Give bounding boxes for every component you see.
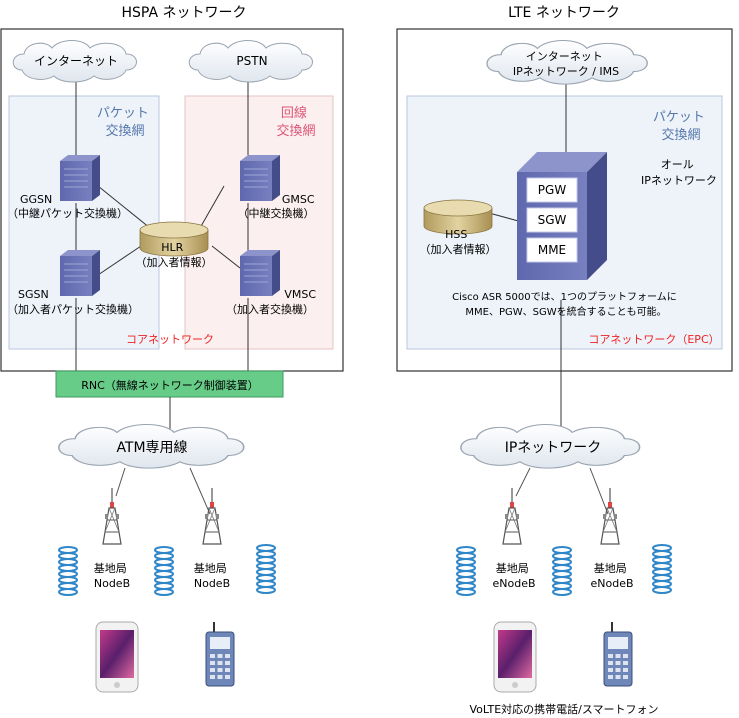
pgw-box [526, 177, 578, 203]
radio-wave-icon [256, 544, 276, 594]
ggsn-label: GGSN （中継パケット交換機） [7, 193, 128, 220]
cisco-note: Cisco ASR 5000では、1つのプラットフォームに MME、PGW、SG… [452, 291, 680, 318]
hspa-packet-zone [8, 95, 160, 350]
lte-packet-label: パケット 交換網 [653, 110, 709, 143]
lte-internet-label: インターネット IPネットワーク / IMS [513, 50, 619, 78]
hspa-tower-links [115, 467, 211, 515]
hspa-base-1-label: 基地局 NodeB [94, 562, 131, 590]
hspa-links [75, 68, 249, 371]
vmsc-server-icon [239, 249, 281, 297]
hspa-core-label: コアネットワーク [126, 333, 214, 346]
hlr-label: HLR （加入者情報） [136, 241, 213, 269]
feature-phone-icon [603, 621, 633, 687]
hspa-tower-2-icon [202, 487, 222, 545]
lte-core-label: コアネットワーク（EPC） [588, 333, 719, 346]
pgw-label: PGW [538, 183, 567, 197]
sgsn-label: SGSN （加入者パケット交換機） [7, 288, 139, 316]
mme-box [526, 237, 578, 263]
radio-wave-icon [456, 546, 476, 596]
hspa-tower-1-icon [102, 487, 122, 545]
rnc-label: RNC（無線ネットワーク制御装置） [81, 378, 259, 392]
rnc-box [55, 370, 284, 398]
gmsc-label: GMSC （中継交換機） [238, 193, 319, 220]
hspa-internet-label: インターネット [34, 54, 118, 68]
radio-wave-icon [154, 546, 174, 596]
lte-base-1-label: 基地局 eNodeB [492, 562, 535, 590]
gmsc-server-icon [239, 154, 281, 202]
mme-label: MME [538, 243, 566, 257]
sgsn-server-icon [59, 249, 101, 297]
hspa-circuit-label: 回線 交換網 [276, 105, 315, 139]
radio-wave-icon [552, 546, 572, 596]
hspa-circuit-zone [184, 95, 334, 350]
hspa-packet-label: パケット 交換網 [97, 106, 153, 139]
radio-wave-icon [652, 544, 672, 594]
lte-all-ip-label: オール IPネットワーク [641, 158, 717, 187]
lte-frame [396, 28, 733, 372]
sgw-label: SGW [538, 213, 567, 227]
lte-tower-1-icon [502, 487, 522, 545]
hspa-pstn-label: PSTN [236, 54, 267, 68]
feature-phone-icon [205, 621, 235, 687]
atm-label: ATM専用線 [116, 440, 187, 456]
sgw-box [526, 207, 578, 233]
radio-wave-icon [58, 546, 78, 596]
lte-title: LTE ネットワーク [508, 5, 620, 21]
smartphone-icon [493, 621, 537, 693]
vmsc-label: VMSC （加入者交換機） [226, 288, 320, 316]
ggsn-server-icon [59, 154, 101, 202]
lte-tower-links [515, 467, 609, 515]
smartphone-icon [95, 621, 139, 693]
hspa-base-2-label: 基地局 NodeB [194, 562, 231, 590]
lte-tower-2-icon [600, 487, 620, 545]
hspa-title: HSPA ネットワーク [122, 5, 247, 21]
lte-base-2-label: 基地局 eNodeB [590, 562, 633, 590]
hss-label: HSS （加入者情報） [420, 228, 497, 256]
lte-ip-label: IPネットワーク [505, 440, 602, 456]
phone-caption: VoLTE対応の携帯電話/スマートフォン [469, 702, 658, 716]
